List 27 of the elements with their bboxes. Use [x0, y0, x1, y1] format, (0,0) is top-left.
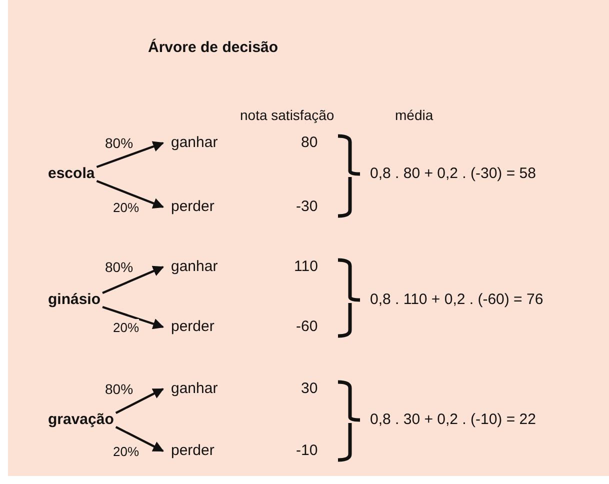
score-value: -60	[296, 318, 318, 336]
diagram-title: Árvore de decisão	[148, 39, 278, 57]
arrow	[102, 306, 164, 330]
arrow	[115, 426, 164, 452]
decision-option: escola	[48, 165, 95, 183]
outcome-label: ganhar	[171, 134, 218, 152]
expected-value-formula: 0,8 . 30 + 0,2 . (-10) = 22	[370, 411, 536, 429]
score-value: 80	[301, 134, 318, 152]
outcome-label: ganhar	[171, 258, 218, 276]
column-header: média	[395, 106, 434, 124]
outcome-label: perder	[171, 442, 214, 460]
score-value: 30	[301, 380, 318, 398]
decision-option: ginásio	[48, 291, 101, 309]
score-value: -10	[296, 442, 318, 460]
arrow	[115, 388, 164, 414]
expected-value-formula: 0,8 . 110 + 0,2 . (-60) = 76	[370, 291, 544, 309]
column-header: nota satisfação	[240, 106, 334, 124]
score-value: 110	[294, 258, 318, 276]
score-value: -30	[296, 198, 318, 216]
expected-value-formula: 0,8 . 80 + 0,2 . (-30) = 58	[370, 165, 536, 183]
outcome-label: ganhar	[171, 380, 218, 398]
arrow	[102, 266, 164, 294]
arrow	[96, 141, 164, 168]
outcome-label: perder	[171, 198, 214, 216]
arrow	[96, 180, 164, 208]
outcome-label: perder	[171, 318, 214, 336]
decision-option: gravação	[48, 411, 114, 429]
